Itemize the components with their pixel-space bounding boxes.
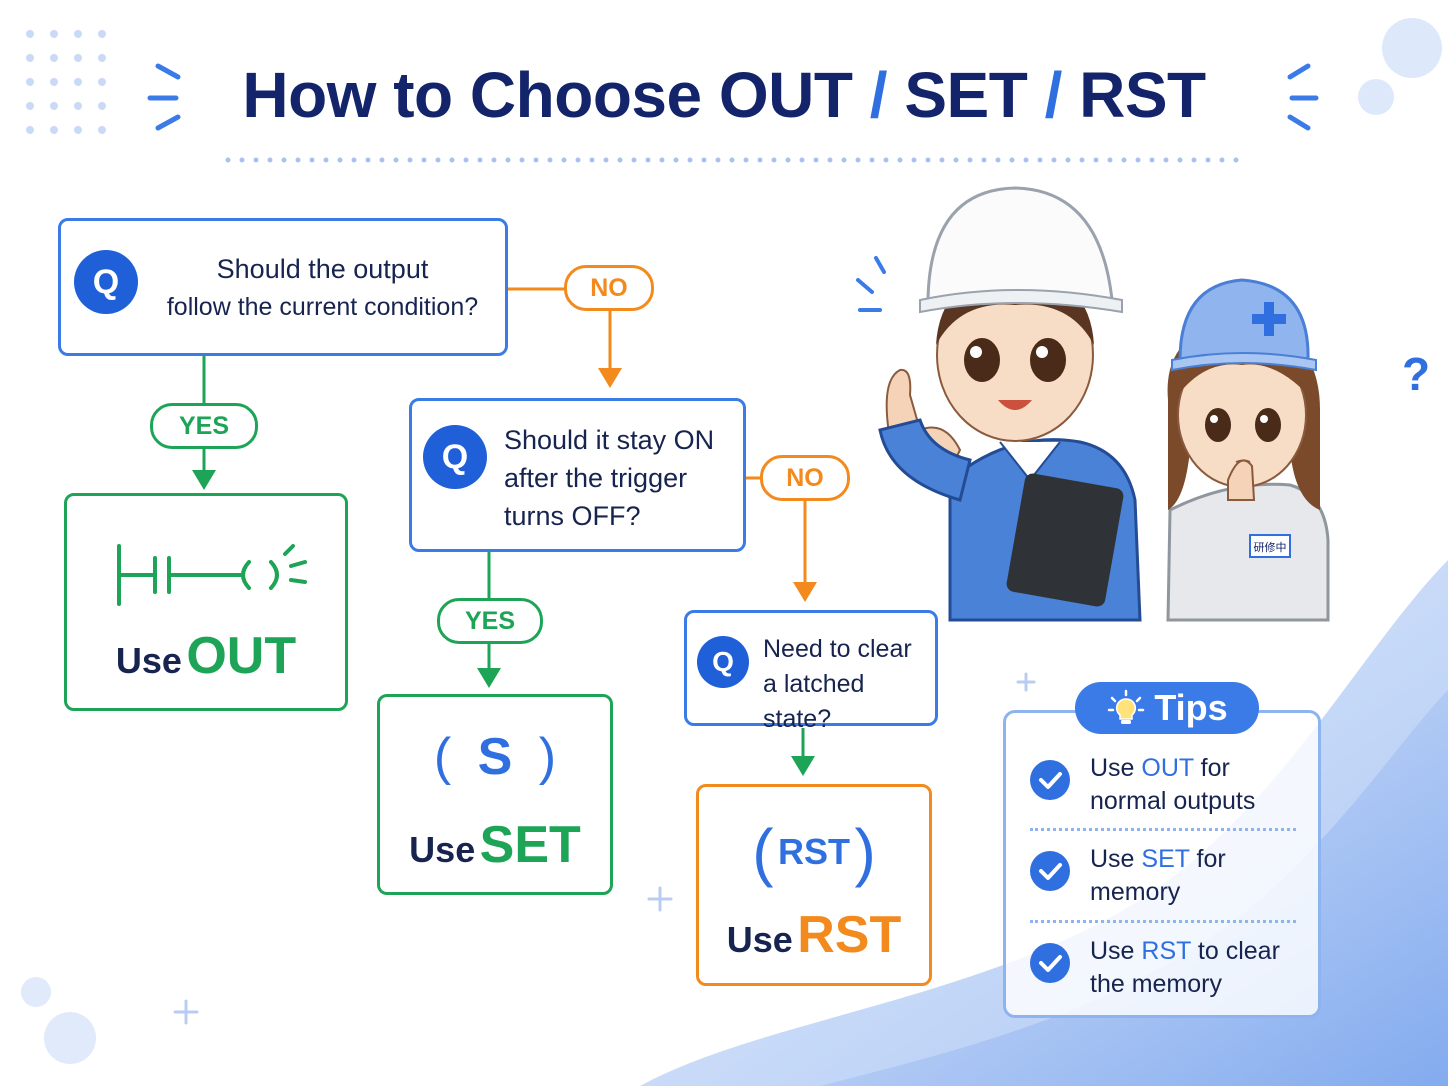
boy-worker-illustration [878, 186, 1142, 622]
sparkle-icon [856, 256, 886, 312]
girl-worker-illustration: 研修中 [1166, 278, 1330, 622]
bubble-bottom-large [44, 1012, 96, 1064]
decor-dot [74, 78, 82, 86]
decor-dot [26, 126, 34, 134]
arrow-head [791, 756, 815, 776]
set-coil-symbol: ( S ) [433, 728, 557, 786]
bubble-large [1382, 18, 1442, 78]
workers-illustration: 研修中 ? [856, 186, 1430, 622]
question-box-2 [409, 398, 746, 552]
decor-dot [98, 78, 106, 86]
decor-dot [74, 54, 82, 62]
decor-dot [26, 54, 34, 62]
tips-header: Tips [1075, 682, 1259, 734]
arrow-head [477, 668, 501, 688]
title-separator: / [869, 59, 888, 131]
title-sparkles [147, 63, 1319, 131]
check-circle-icon [1030, 943, 1070, 983]
title-separator: / [1044, 59, 1063, 131]
decor-dot [50, 102, 58, 110]
answer-set-box: ( S ) Use SET [377, 694, 613, 895]
bubble-bottom-small [21, 977, 51, 1007]
decor-dot [98, 102, 106, 110]
decor-dot [50, 126, 58, 134]
no-label-1: NO [564, 265, 654, 311]
q-icon: Q [423, 425, 487, 489]
arrow-head [598, 368, 622, 388]
plus-decor-2 [173, 999, 199, 1025]
answer-rst-box: ( RST ) Use RST [696, 784, 932, 986]
question-3-text: Need to clear a latched state? [763, 635, 912, 733]
arrow-head [793, 582, 817, 602]
decor-dot [98, 126, 106, 134]
dot-grid [26, 30, 106, 134]
decor-dot [74, 30, 82, 38]
no-label-2: NO [760, 455, 850, 501]
rst-coil-symbol: ( RST ) [752, 816, 876, 888]
plus-decor-1 [647, 886, 673, 912]
decor-dot [50, 30, 58, 38]
answer-set-label: Use SET [409, 816, 581, 874]
answer-out-box: Use OUT [64, 493, 348, 711]
decor-dot [74, 102, 82, 110]
arrow-head [192, 470, 216, 490]
yes-label-1: YES [150, 403, 258, 449]
decor-dot [26, 30, 34, 38]
check-circle-icon [1030, 760, 1070, 800]
plus-decor-3 [1016, 672, 1036, 692]
answer-rst-label: Use RST [726, 906, 902, 964]
question-1-text: Should the output follow the current con… [166, 254, 479, 321]
bubble-small [1358, 79, 1394, 115]
yes-label-2: YES [437, 598, 543, 644]
coil-contact-icon [117, 544, 307, 606]
tip-divider [1030, 920, 1296, 923]
trainee-badge: 研修中 [1254, 540, 1287, 554]
question-mark-icon: ? [1402, 348, 1430, 400]
decor-dot [98, 54, 106, 62]
q-icon: Q [697, 636, 749, 688]
check-circle-icon [1030, 851, 1070, 891]
lightbulb-icon [1108, 689, 1145, 724]
decor-dot [50, 54, 58, 62]
decor-dot [26, 102, 34, 110]
decor-dot [98, 30, 106, 38]
question-2-text: Should it stay ON after the trigger turn… [504, 425, 715, 531]
answer-out-label: Use OUT [115, 627, 297, 685]
tip-divider [1030, 828, 1296, 831]
decor-dot [50, 78, 58, 86]
page-title: How to Choose OUT / SET / RST [242, 59, 1206, 131]
decor-dot [74, 126, 82, 134]
q-icon: Q [74, 250, 138, 314]
decor-dot [26, 78, 34, 86]
